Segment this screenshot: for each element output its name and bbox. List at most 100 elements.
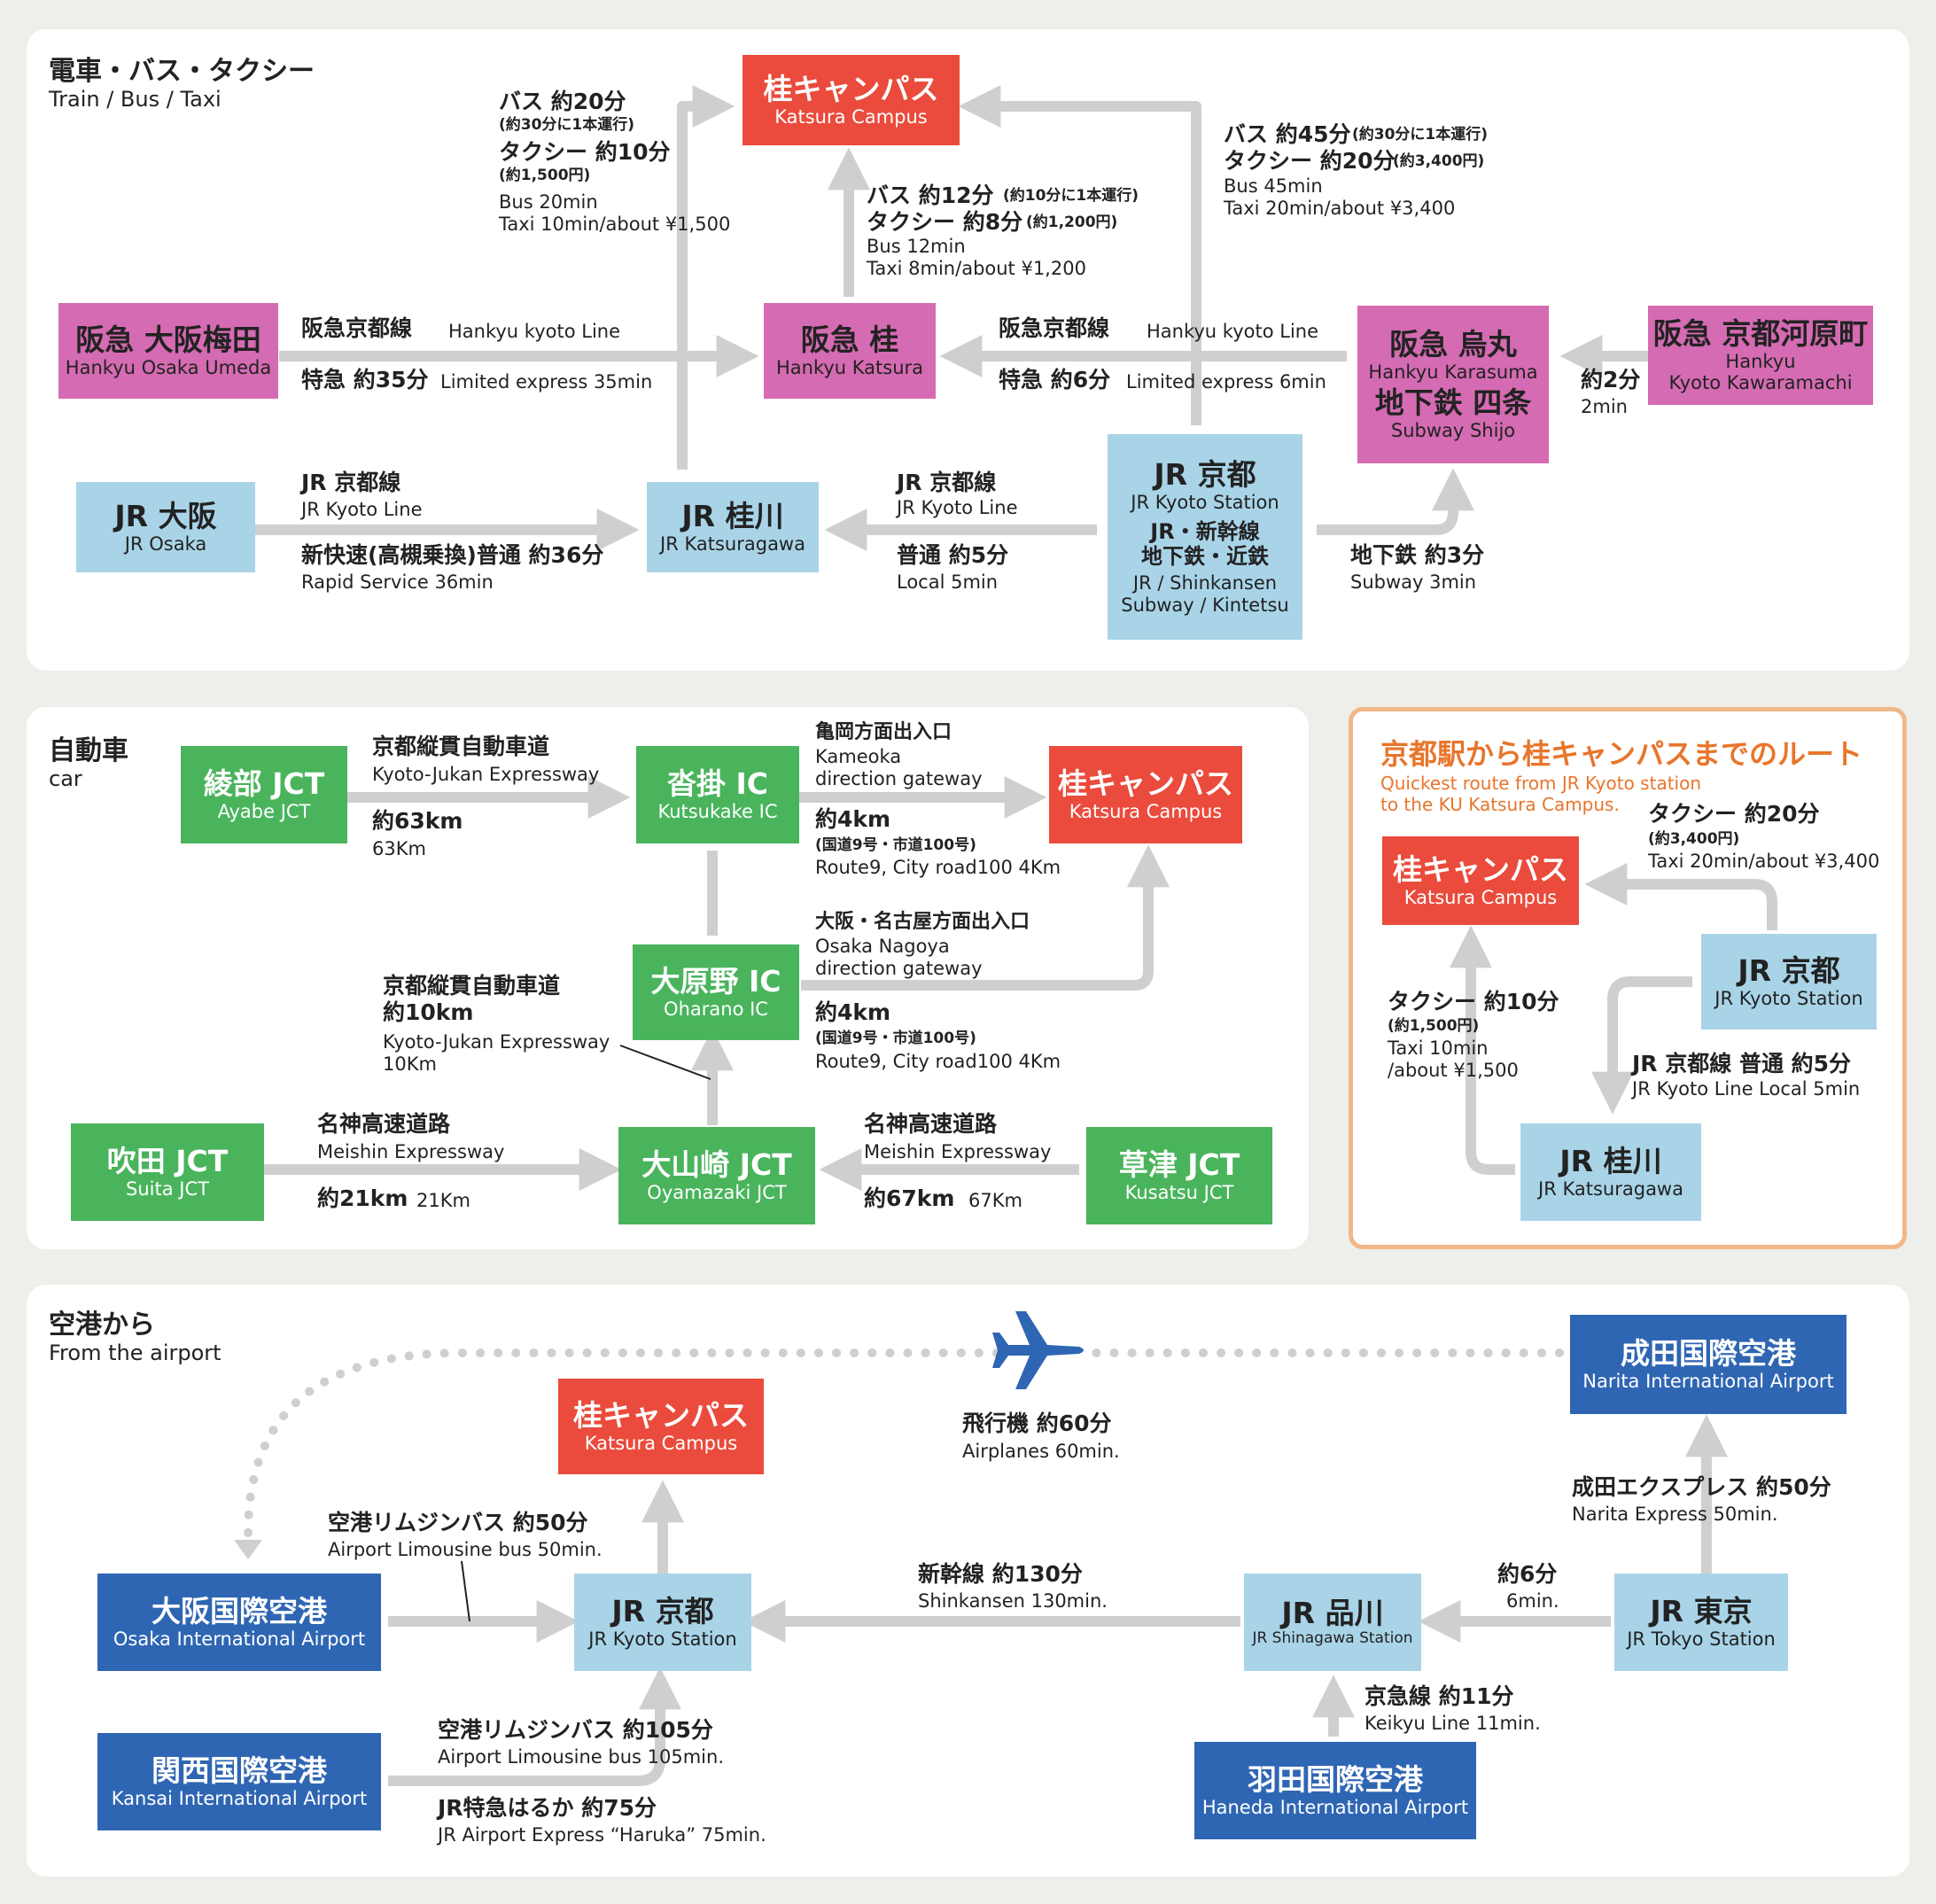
node-katsura-campus-quick: 桂キャンパス Katsura Campus: [1382, 836, 1579, 925]
node-en: Hankyu Kyoto Kawaramachi: [1668, 350, 1853, 393]
node-katsura-campus-car: 桂キャンパス Katsura Campus: [1049, 746, 1242, 843]
label: JR Kyoto Line: [301, 499, 423, 520]
label: タクシー 約10分: [499, 139, 671, 165]
label: Meishin Expressway: [864, 1141, 1052, 1162]
node-en: Kutsukake IC: [657, 800, 778, 822]
label: Airport Limousine bus 105min.: [438, 1746, 724, 1768]
label: Limited express 6min: [1126, 371, 1326, 392]
label: Rapid Service 36min: [301, 571, 494, 593]
node-jr-kyoto: JR 京都 JR Kyoto Station JR・新幹線 地下鉄・近鉄 JR …: [1108, 434, 1302, 640]
node-oharano-ic: 大原野 IC Oharano IC: [633, 944, 799, 1040]
node-ja: 桂キャンパス: [1393, 851, 1568, 887]
label: 成田エクスプレス 約50分: [1572, 1474, 1831, 1500]
label: 亀岡方面出入口: [815, 721, 952, 743]
node-en2: Subway Shijo: [1390, 419, 1516, 441]
node-jr-kyoto-quick: JR 京都 JR Kyoto Station: [1701, 934, 1877, 1030]
node-en: JR Katsuragawa: [660, 532, 805, 555]
node-ja: 阪急 桂: [800, 322, 899, 357]
node-ja: 桂キャンパス: [763, 71, 939, 106]
node-en: JR Osaka: [124, 532, 207, 555]
label: 約4km: [815, 806, 891, 832]
label: タクシー 約20分: [1224, 148, 1396, 174]
label: (約1,500円): [1388, 1017, 1480, 1035]
node-ja: JR 大阪: [114, 498, 217, 533]
label: Limited express 35min: [440, 371, 653, 392]
label: 大阪・名古屋方面出入口: [815, 911, 1030, 933]
node-en: Katsura Campus: [1069, 800, 1223, 822]
node-en: JR Shinagawa Station: [1252, 1629, 1413, 1648]
label: (約30分に1本運行): [1352, 126, 1489, 144]
label: Keikyu Line 11min.: [1365, 1713, 1541, 1734]
label: 約2分: [1581, 367, 1641, 392]
node-ja: 成田国際空港: [1621, 1335, 1796, 1371]
car-title: 自動車: [49, 735, 128, 766]
label: Taxi 20min/about ¥3,400: [1648, 851, 1880, 872]
node-jr-osaka: JR 大阪 JR Osaka: [76, 482, 255, 572]
airport-subtitle: From the airport: [49, 1341, 222, 1365]
label: Kyoto-Jukan Expressway 10Km: [383, 1031, 610, 1076]
label: Taxi 10min /about ¥1,500: [1388, 1037, 1519, 1082]
node-ja: 阪急 京都河原町: [1652, 315, 1869, 351]
label: 新快速(高槻乗換)普通 約36分: [301, 542, 604, 568]
label: (約1,500円): [499, 167, 591, 184]
node-ja: 綾部 JCT: [203, 765, 325, 801]
label: Narita Express 50min.: [1572, 1504, 1778, 1525]
label: バス 約12分: [867, 183, 994, 208]
node-ja: 草津 JCT: [1118, 1146, 1240, 1182]
node-narita: 成田国際空港 Narita International Airport: [1570, 1315, 1847, 1414]
label: Kyoto-Jukan Expressway: [372, 764, 600, 785]
node-en: Hankyu Karasuma: [1368, 361, 1538, 383]
node-en: Ayabe JCT: [217, 800, 311, 822]
label: Local 5min: [897, 571, 999, 593]
label: (国道9号・市道100号): [815, 1030, 976, 1047]
node-en: Katsura Campus: [774, 105, 928, 128]
node-hankyu-kawaramachi: 阪急 京都河原町 Hankyu Kyoto Kawaramachi: [1648, 306, 1873, 405]
node-osaka-airport: 大阪国際空港 Osaka International Airport: [97, 1574, 381, 1671]
node-ayabe-jct: 綾部 JCT Ayabe JCT: [181, 746, 347, 843]
label: JR特急はるか 約75分: [438, 1795, 657, 1821]
node-en2: JR / Shinkansen Subway / Kintetsu: [1121, 572, 1289, 616]
node-en: Haneda International Airport: [1201, 1796, 1469, 1818]
node-en: Katsura Campus: [1403, 886, 1558, 908]
label: 21Km: [416, 1190, 470, 1211]
node-en: Osaka International Airport: [113, 1628, 366, 1650]
car-subtitle: car: [49, 766, 82, 791]
label: (約10分に1本運行): [1003, 187, 1139, 205]
label: バス 約45分: [1224, 121, 1351, 147]
node-en: Kansai International Airport: [111, 1787, 368, 1809]
label: (約3,400円): [1393, 152, 1485, 170]
label: Hankyu kyoto Line: [1147, 321, 1319, 342]
label: 阪急京都線: [999, 315, 1110, 341]
node-kusatsu-jct: 草津 JCT Kusatsu JCT: [1086, 1127, 1272, 1224]
label: Subway 3min: [1350, 571, 1477, 593]
quick-route-title: 京都駅から桂キャンパスまでのルート: [1380, 737, 1863, 771]
label: バス 約20分: [499, 89, 626, 114]
node-suita-jct: 吹田 JCT Suita JCT: [71, 1123, 264, 1221]
node-ja: 阪急 大阪梅田: [75, 322, 261, 357]
label: 地下鉄 約3分: [1350, 542, 1485, 568]
node-ja: 大原野 IC: [650, 963, 781, 999]
node-ja: 阪急 烏丸: [1389, 326, 1517, 361]
node-ja: JR 桂川: [681, 498, 784, 533]
label: JR Airport Express “Haruka” 75min.: [438, 1824, 766, 1846]
label: Bus 20min Taxi 10min/about ¥1,500: [499, 191, 731, 236]
node-en: JR Katsuragawa: [1538, 1177, 1683, 1200]
label: 約6分: [1497, 1561, 1558, 1587]
label: 阪急京都線: [301, 315, 413, 341]
node-ja: 羽田国際空港: [1248, 1761, 1423, 1797]
node-kansai-airport: 関西国際空港 Kansai International Airport: [97, 1733, 381, 1830]
node-ja: JR 品川: [1281, 1596, 1384, 1631]
label: Shinkansen 130min.: [918, 1590, 1108, 1612]
label: 約63km: [372, 808, 463, 834]
node-en: Kusatsu JCT: [1124, 1181, 1234, 1203]
node-en: JR Kyoto Station: [1131, 492, 1279, 514]
label: Airplanes 60min.: [962, 1441, 1120, 1462]
label: 新幹線 約130分: [918, 1561, 1083, 1587]
node-ja: 沓掛 IC: [667, 765, 768, 801]
label: 空港リムジンバス 約105分: [438, 1717, 713, 1743]
label: Route9, City road100 4Km: [815, 857, 1061, 878]
label: Bus 12min Taxi 8min/about ¥1,200: [867, 236, 1086, 280]
node-jr-kyoto-airport: JR 京都 JR Kyoto Station: [574, 1574, 751, 1671]
node-ja: JR 東京: [1650, 1593, 1753, 1628]
